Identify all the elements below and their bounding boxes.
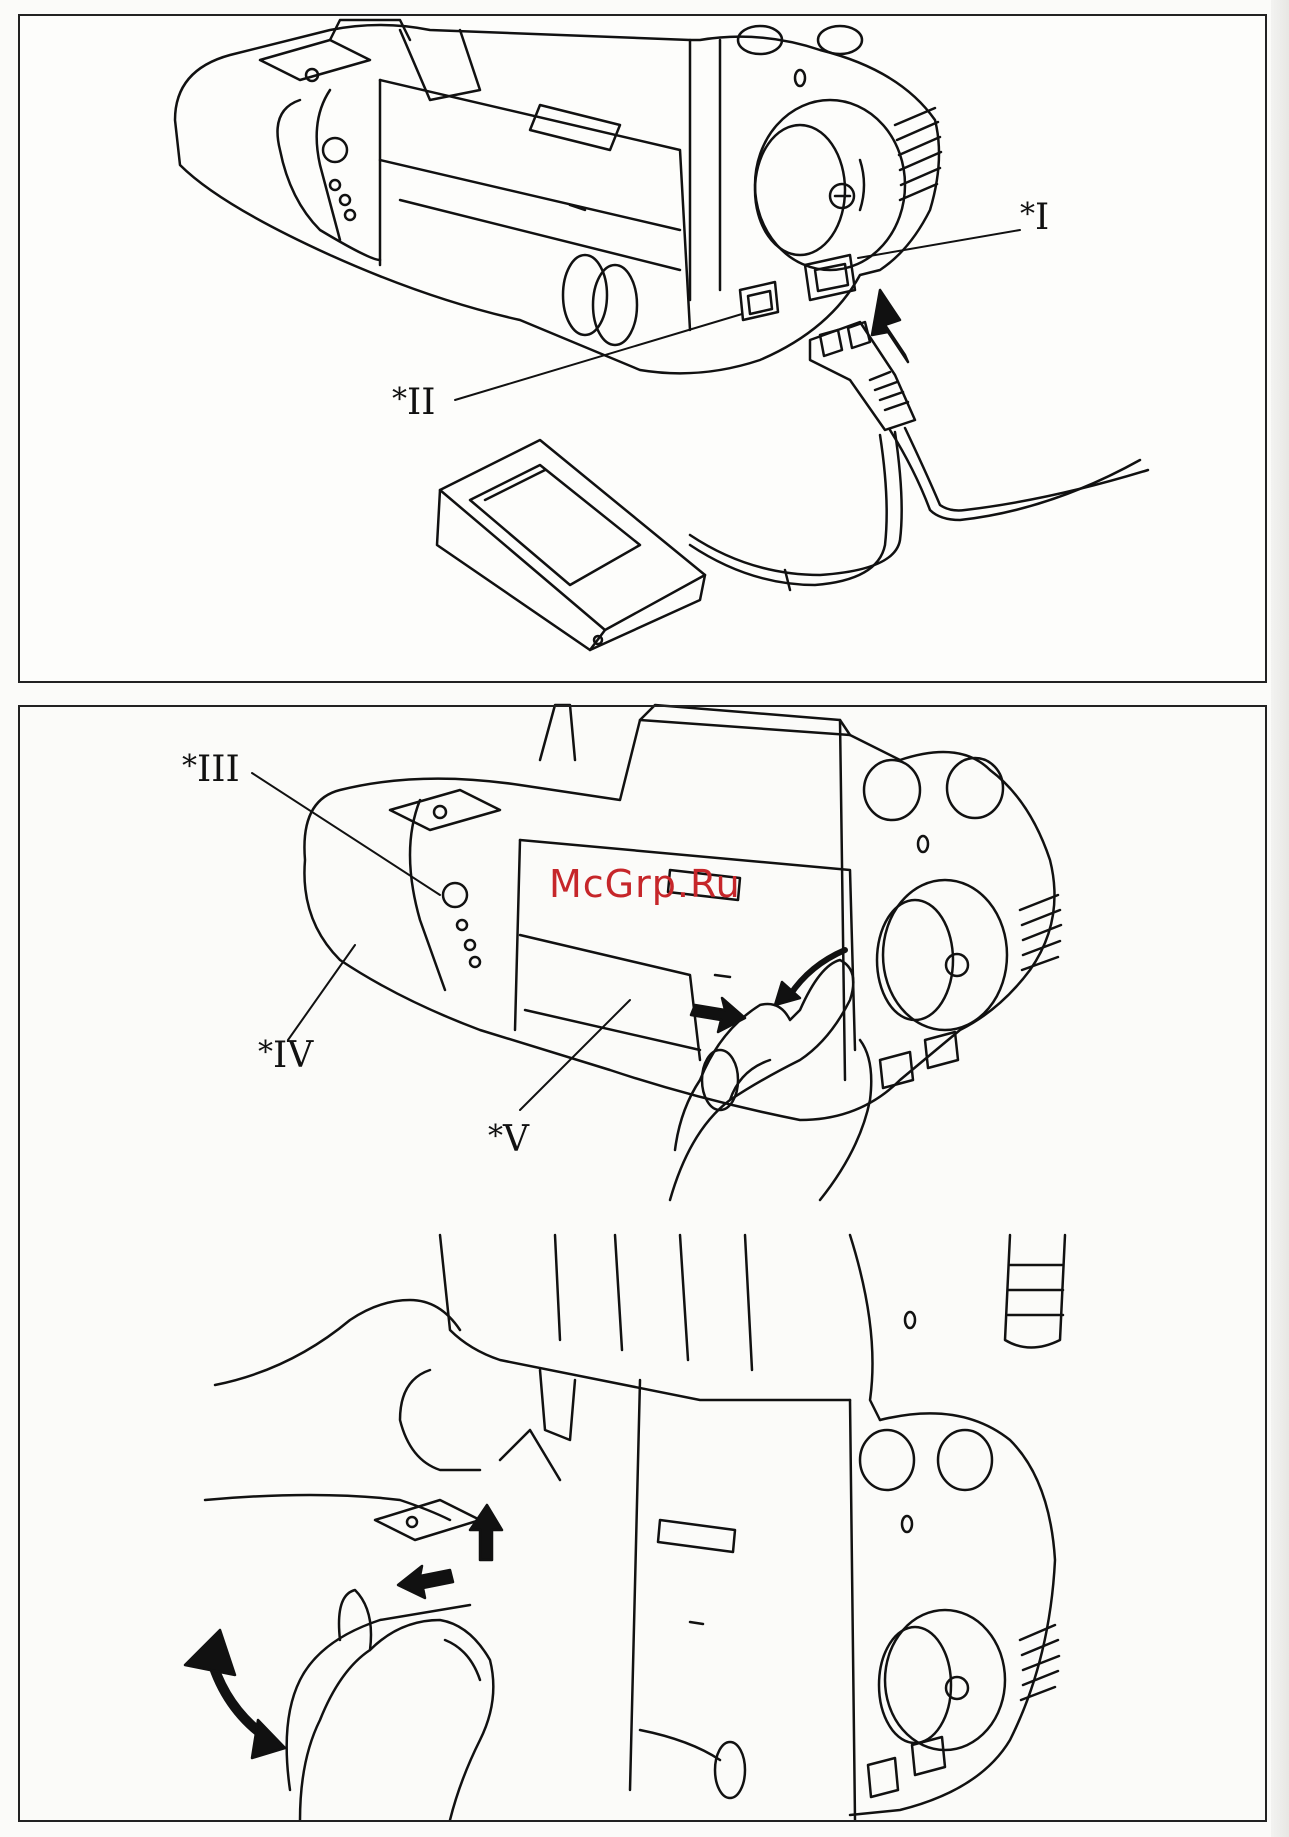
arrow-up-icon: [872, 290, 908, 362]
watermark-text: McGrp.Ru: [549, 862, 741, 906]
foot-pedal-icon: [437, 440, 790, 650]
callout-label-I: *I: [1020, 200, 1049, 236]
asterisk-marker: *: [182, 749, 197, 784]
asterisk-marker: *: [1020, 197, 1035, 232]
callout-label-III: *III: [182, 752, 240, 788]
asterisk-marker: *: [258, 1035, 273, 1070]
callout-label-II: *II: [392, 385, 435, 421]
leader-line-I: [858, 230, 1020, 258]
callout-label-IV: *IV: [258, 1038, 313, 1074]
callout-label-V: *V: [488, 1122, 529, 1158]
serger-machine-rear-view: [175, 20, 941, 373]
asterisk-marker: *: [488, 1119, 503, 1154]
asterisk-marker: *: [392, 382, 407, 417]
